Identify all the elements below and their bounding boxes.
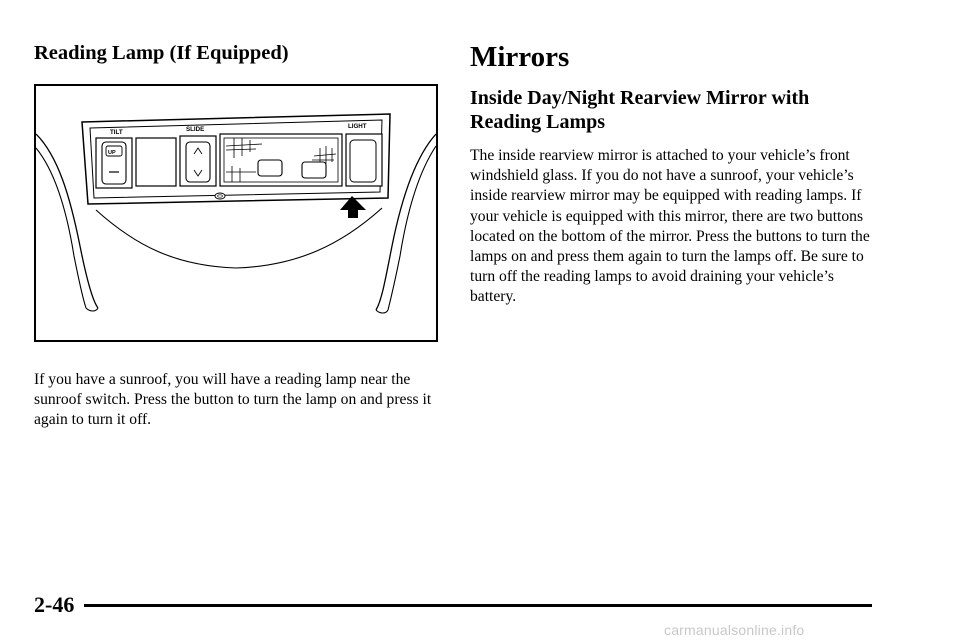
footer-rule	[84, 604, 872, 607]
lamp-button-right	[301, 161, 327, 179]
overhead-console-drawing: TILT SLIDE LIGHT UP	[36, 113, 436, 314]
reading-lamp-heading: Reading Lamp (If Equipped)	[34, 42, 289, 64]
reading-lamp-paragraph: If you have a sunroof, you will have a r…	[34, 371, 432, 429]
right-column: Mirrors Inside Day/Night Rearview Mirror…	[470, 40, 870, 308]
up-label: UP	[108, 150, 116, 156]
rearview-mirror-subheading: Inside Day/Night Rearview Mirror with Re…	[470, 86, 870, 134]
slide-open-chevron-icon	[193, 147, 203, 155]
rearview-mirror-paragraph: The inside rearview mirror is attached t…	[470, 147, 870, 306]
subheading-line-1: Inside Day/Night Rearview Mirror with	[470, 87, 810, 109]
reading-lamp-illustration: TILT SLIDE LIGHT UP	[34, 84, 438, 342]
light-label: LIGHT	[348, 123, 367, 130]
watermark: carmanualsonline.info	[664, 622, 805, 638]
console-logo-icon	[214, 192, 226, 200]
page-number: 2-46	[34, 592, 75, 617]
slide-close-chevron-icon	[193, 169, 203, 177]
lamp-button-left	[257, 159, 283, 177]
left-column: Reading Lamp (If Equipped)	[34, 40, 440, 66]
pointer-arrow-icon	[340, 196, 366, 218]
mirrors-title: Mirrors	[470, 41, 570, 73]
reading-lamp-text-block: If you have a sunroof, you will have a r…	[34, 370, 444, 431]
tilt-label: TILT	[110, 129, 123, 136]
subheading-line-2: Reading Lamps	[470, 111, 606, 133]
slide-label: SLIDE	[186, 126, 204, 133]
